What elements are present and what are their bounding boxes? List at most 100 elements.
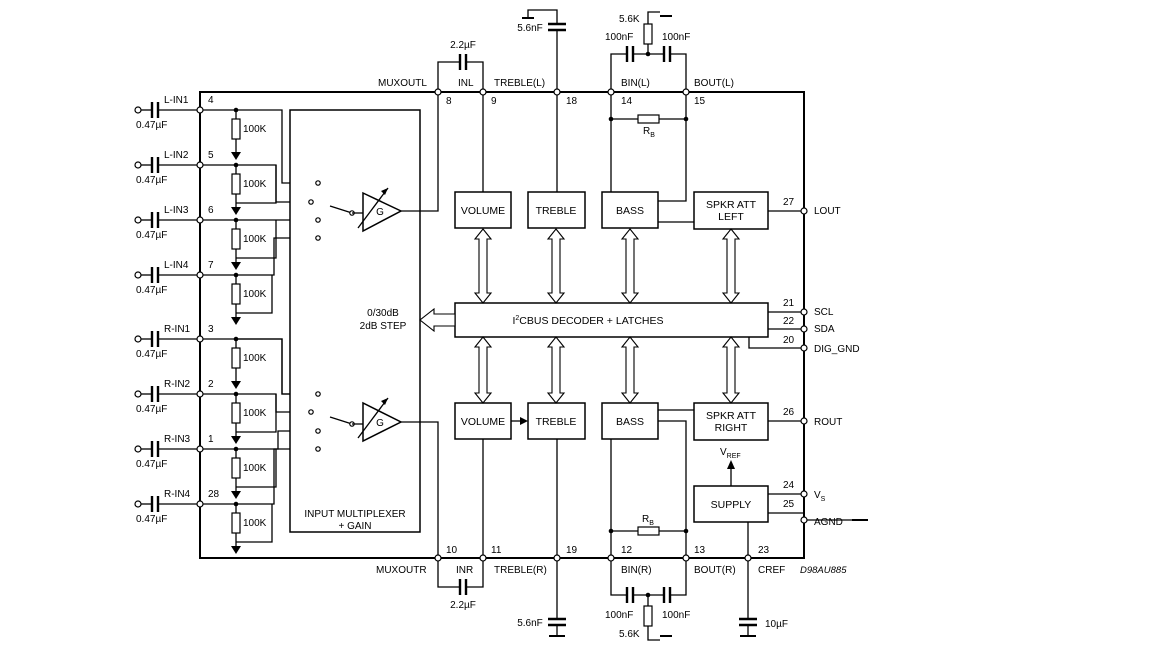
- bias-resistor: [231, 173, 241, 195]
- bass-block-left: [601, 191, 659, 229]
- muxoutr-label: MUXOUTR: [376, 565, 427, 576]
- svg-text:G: G: [376, 418, 384, 429]
- spkr-att-right-line2: RIGHT: [715, 422, 748, 434]
- bass-l-external-network: 5.6K 100nF 100nF: [605, 11, 690, 92]
- input-label: L-IN4: [164, 260, 189, 271]
- gain-range-label: 0/30dB: [367, 308, 399, 319]
- resistor-value: 100K: [243, 518, 267, 529]
- control-bus-arrows: [473, 228, 741, 404]
- input-label: R-IN2: [164, 379, 191, 390]
- resistor-value: 100K: [243, 353, 267, 364]
- pin-9: 9: [491, 96, 497, 107]
- decoder-to-mux-arrow: [419, 307, 456, 333]
- right-gain-amplifier: G: [357, 397, 403, 443]
- pin-13: 13: [694, 545, 706, 556]
- bias-resistor: [231, 457, 241, 479]
- muxoutl-label: MUXOUTL: [378, 78, 427, 89]
- svg-text:100nF: 100nF: [605, 610, 633, 621]
- input-multiplexer-block: [289, 109, 421, 533]
- resistor-value: 100K: [243, 289, 267, 300]
- vref-arrow: [727, 460, 735, 469]
- pin-number: 6: [208, 205, 214, 216]
- bidirectional-bus-arrow: [620, 228, 640, 304]
- pin-marker: [196, 445, 204, 453]
- treble-l-capacitor: 5.6nF: [517, 9, 566, 92]
- scl-label: SCL: [814, 307, 834, 318]
- bias-resistor: [231, 118, 241, 140]
- spkr-att-left-line2: LEFT: [718, 211, 744, 223]
- inl-coupling-capacitor: 2.2µF: [437, 40, 484, 92]
- svg-text:2.2µF: 2.2µF: [450, 600, 476, 611]
- bias-arrow: [231, 262, 241, 270]
- svg-text:5.6K: 5.6K: [619, 14, 640, 25]
- volume-block-left: [454, 191, 512, 229]
- input-label: R-IN4: [164, 489, 191, 500]
- svg-text:10µF: 10µF: [765, 619, 788, 630]
- svg-text:5.6nF: 5.6nF: [517, 23, 543, 34]
- bout-r-label: BOUT(R): [694, 565, 736, 576]
- resistor-value: 100K: [243, 234, 267, 245]
- bias-arrow: [231, 317, 241, 325]
- cref-capacitor: 10µF: [739, 522, 788, 637]
- input-terminal: [134, 161, 142, 169]
- treble-right-label: TREBLE: [536, 416, 577, 428]
- pin-21: 21: [783, 298, 795, 309]
- svg-text:G: G: [376, 207, 384, 218]
- supply-label: SUPPLY: [711, 499, 752, 511]
- pin-23: 23: [758, 545, 770, 556]
- right-input-switch: [308, 391, 363, 452]
- svg-text:2.2µF: 2.2µF: [450, 40, 476, 51]
- rb-l-resistor: RB: [608, 92, 689, 192]
- bin-r-label: BIN(R): [621, 565, 652, 576]
- pin-18: 18: [566, 96, 578, 107]
- bass-right-label: BASS: [616, 416, 644, 428]
- rout-label: ROUT: [814, 417, 842, 428]
- bias-arrow: [231, 381, 241, 389]
- pin-14: 14: [621, 96, 633, 107]
- pin-12: 12: [621, 545, 633, 556]
- pin-number: 1: [208, 434, 214, 445]
- bias-resistor: [231, 512, 241, 534]
- pin-20: 20: [783, 335, 795, 346]
- vref-label: VREF: [720, 447, 741, 460]
- capacitor-value: 0.47µF: [136, 404, 167, 415]
- chip-outline: [199, 91, 805, 559]
- bias-resistor: [231, 347, 241, 369]
- bidirectional-bus-arrow: [721, 336, 741, 404]
- pin-number: 7: [208, 260, 214, 271]
- input-label: R-IN1: [164, 324, 191, 335]
- pin-number: 2: [208, 379, 214, 390]
- pin-number: 28: [208, 489, 220, 500]
- input-label: R-IN3: [164, 434, 191, 445]
- svg-text:5.6K: 5.6K: [619, 629, 640, 640]
- bass-r-external-network: 5.6K 100nF 100nF: [605, 558, 690, 641]
- pin-15: 15: [694, 96, 706, 107]
- bias-arrow: [231, 436, 241, 444]
- input-terminal: [134, 445, 142, 453]
- svg-text:RB: RB: [642, 514, 654, 527]
- rb-r-resistor: RB: [608, 439, 689, 558]
- input-terminal: [134, 500, 142, 508]
- input-multiplexer-subtitle: + GAIN: [338, 521, 371, 532]
- cref-label: CREF: [758, 565, 785, 576]
- pin-number: 4: [208, 95, 214, 106]
- i2c-bus-decoder: [454, 302, 769, 338]
- speaker-attenuator-left: [693, 191, 769, 230]
- input-terminal: [134, 271, 142, 279]
- capacitor-value: 0.47µF: [136, 514, 167, 525]
- resistor-value: 100K: [243, 124, 267, 135]
- volume-to-treble-right-arrow: [520, 417, 528, 425]
- bidirectional-bus-arrow: [473, 228, 493, 304]
- inl-label: INL: [458, 78, 474, 89]
- bias-resistor: [231, 402, 241, 424]
- bias-arrow: [231, 491, 241, 499]
- volume-left-label: VOLUME: [461, 205, 505, 217]
- pin-25: 25: [783, 499, 795, 510]
- pin-marker: [196, 390, 204, 398]
